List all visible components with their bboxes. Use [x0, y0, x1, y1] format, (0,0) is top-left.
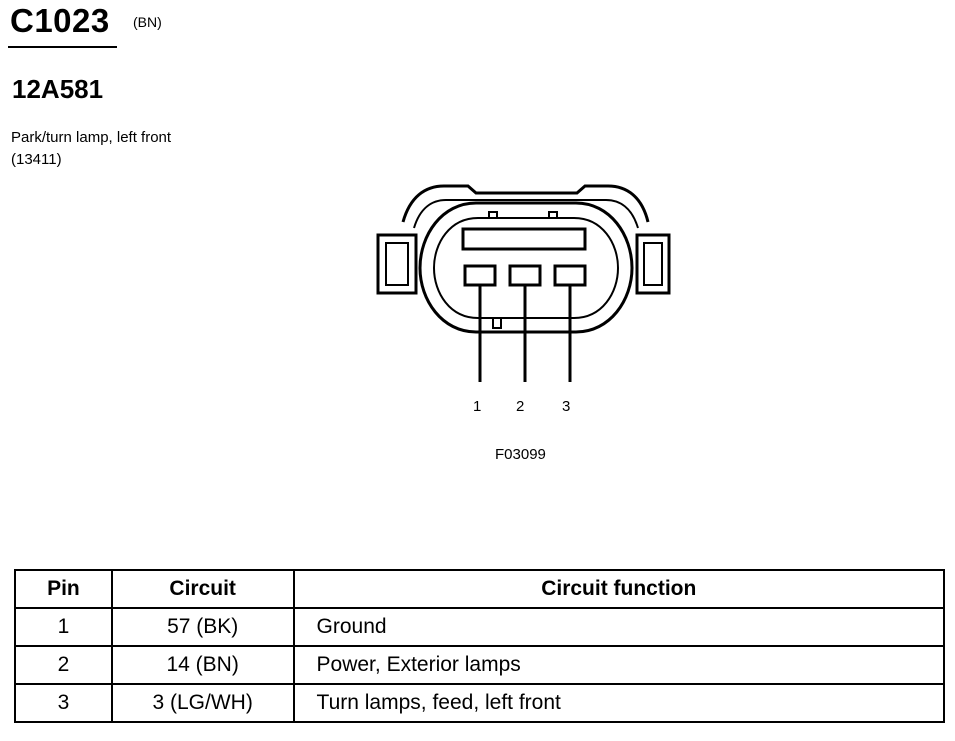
cell-circuit: 3 (LG/WH)	[110, 683, 295, 723]
header-circuit-function: Circuit function	[292, 569, 946, 609]
part-number: 12A581	[12, 74, 104, 104]
table-row: 3 3 (LG/WH) Turn lamps, feed, left front	[14, 683, 946, 723]
pin-cavity-2	[508, 264, 542, 287]
cell-circuit: 14 (BN)	[110, 645, 295, 685]
connector-description: Park/turn lamp, left front (13411)	[11, 129, 172, 168]
pinout-table: Pin Circuit Circuit function 1 57 (BK) G…	[14, 569, 946, 723]
connector-face	[432, 217, 620, 319]
cell-pin: 1	[14, 607, 113, 647]
pin-label-1: 1	[473, 398, 482, 415]
left-latch	[376, 233, 418, 295]
cell-pin: 2	[14, 645, 113, 685]
pin-cavity-3	[553, 264, 587, 287]
header-pin: Pin	[14, 569, 113, 609]
table-row: 2 14 (BN) Power, Exterior lamps	[14, 645, 946, 685]
key-tab-right	[548, 211, 558, 219]
cell-circuit-function: Ground	[292, 607, 946, 647]
cell-circuit-function: Power, Exterior lamps	[292, 645, 946, 685]
cell-circuit: 57 (BK)	[110, 607, 295, 647]
left-latch-inner	[385, 242, 409, 286]
pin-label-2: 2	[516, 398, 525, 415]
connector-id: C1023	[10, 2, 110, 39]
cell-pin: 3	[14, 683, 113, 723]
connector-inner-shell	[413, 199, 639, 229]
header-circuit: Circuit	[110, 569, 295, 609]
connector-outer-shell	[401, 184, 650, 223]
table-header-row: Pin Circuit Circuit function	[14, 569, 946, 609]
keying-bar	[461, 227, 587, 251]
pin-label-3: 3	[562, 398, 571, 415]
table-row: 1 57 (BK) Ground	[14, 607, 946, 647]
pin-cavity-1	[463, 264, 497, 287]
cell-circuit-function: Turn lamps, feed, left front	[292, 683, 946, 723]
right-latch-inner	[643, 242, 663, 286]
figure-id: F03099	[495, 446, 546, 463]
key-tab-bottom	[492, 317, 502, 329]
key-tab-left	[488, 211, 498, 219]
right-latch	[635, 233, 671, 295]
title-underline	[8, 46, 117, 48]
connector-color: (BN)	[133, 14, 162, 30]
connector-body	[418, 201, 634, 334]
